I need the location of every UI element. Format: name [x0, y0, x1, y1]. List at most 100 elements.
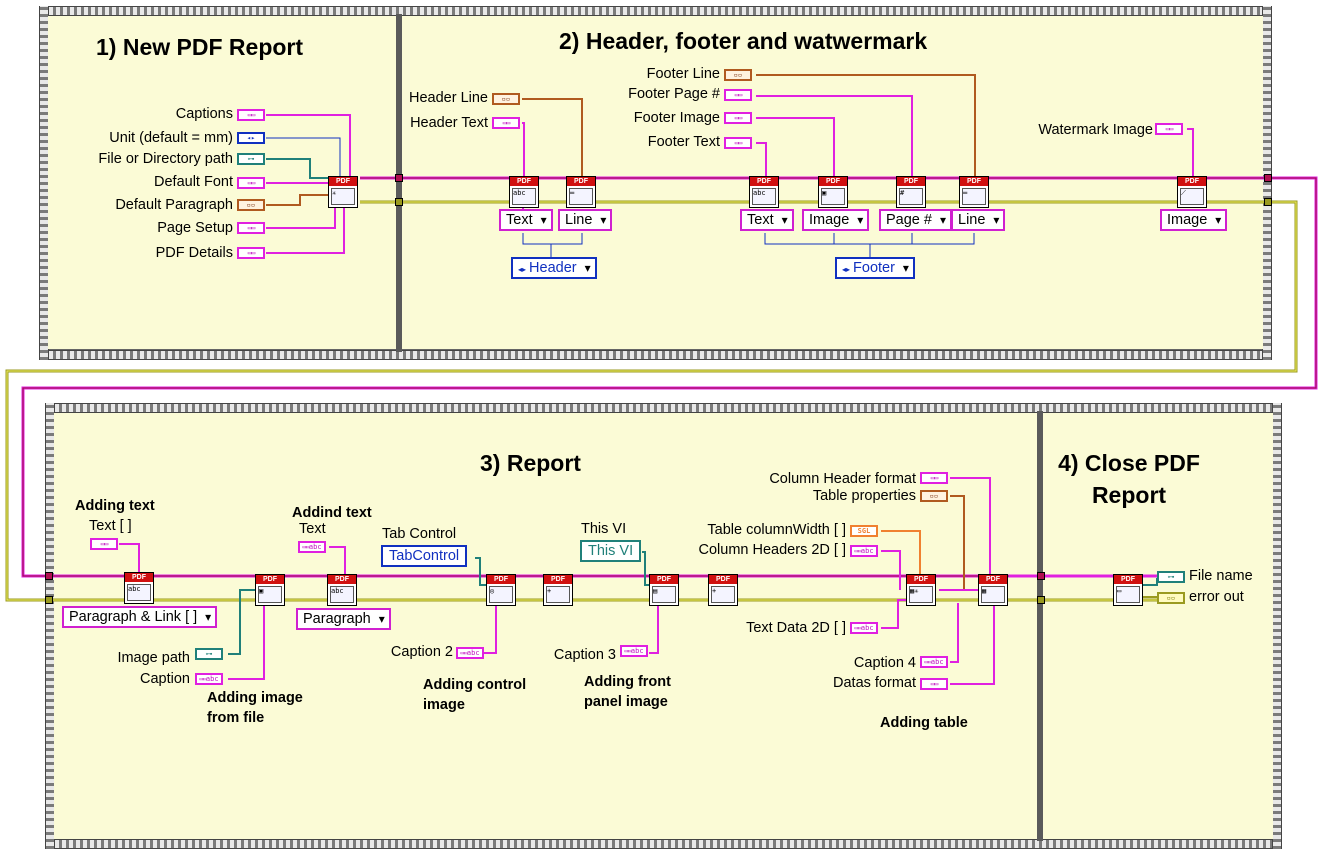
default-font-terminal[interactable] — [237, 177, 265, 189]
footer-image-terminal[interactable] — [724, 112, 752, 124]
text-label: Text — [299, 521, 326, 537]
watermark-ring[interactable]: Image — [1160, 209, 1228, 231]
add-control-image-vi[interactable]: PDF◎ — [486, 574, 516, 606]
text-data-2d-terminal[interactable]: abc — [850, 622, 878, 634]
file-name-terminal[interactable]: ⊶ — [1157, 571, 1185, 583]
adding-front-caption: Adding front panel image — [584, 674, 671, 710]
text-array-label: Text [ ] — [89, 518, 132, 534]
header-line-vi[interactable]: PDF═ — [566, 176, 596, 208]
pdf-details-terminal[interactable] — [237, 247, 265, 259]
text-array-terminal[interactable] — [90, 538, 118, 550]
create-table-vi[interactable]: PDF▦✳ — [906, 574, 936, 606]
paragraph-ring[interactable]: Paragraph — [296, 608, 391, 630]
watermark-vi[interactable]: PDF⟋ — [1177, 176, 1207, 208]
new-page-vi[interactable]: PDF+ — [543, 574, 573, 606]
caption3-terminal[interactable]: abc — [620, 645, 648, 657]
add-front-panel-vi[interactable]: PDF▤ — [649, 574, 679, 606]
this-vi-ref[interactable]: This VI — [580, 540, 642, 562]
header-line-terminal[interactable]: ▫▫ — [492, 93, 520, 105]
footer-text-ring[interactable]: Text — [740, 209, 794, 231]
header-line-label: Header Line — [409, 90, 488, 106]
paragraph-link-ring[interactable]: Paragraph & Link [ ] — [62, 606, 218, 628]
footer-line-label: Footer Line — [646, 66, 720, 82]
caption2-label: Caption 2 — [390, 644, 453, 660]
text-data-2d-label: Text Data 2D [ ] — [746, 620, 846, 636]
reference-wire-top — [21, 176, 1318, 578]
tab-control-ref[interactable]: TabControl — [381, 545, 468, 567]
frame-tunnel — [45, 596, 53, 604]
section4-title: 4) Close PDF Report — [1058, 450, 1200, 508]
add-image-file-vi[interactable]: PDF▣ — [255, 574, 285, 606]
table-column-width-terminal[interactable]: SGL — [850, 525, 878, 537]
footer-page-ring[interactable]: Page # — [879, 209, 952, 231]
caption4-terminal[interactable]: abc — [920, 656, 948, 668]
image-path-terminal[interactable]: ⊶ — [195, 648, 223, 660]
image-path-label: Image path — [117, 650, 190, 666]
footer-enum[interactable]: Footer — [835, 257, 915, 279]
footer-text-terminal[interactable] — [724, 137, 752, 149]
footer-line-ring[interactable]: Line — [951, 209, 1006, 231]
frame-divider — [396, 14, 402, 352]
default-font-label: Default Font — [154, 174, 233, 190]
header-text-ring[interactable]: Text — [499, 209, 553, 231]
caption2-terminal[interactable]: abc — [456, 647, 484, 659]
this-vi-label: This VI — [581, 521, 627, 537]
footer-image-vi[interactable]: PDF▣ — [818, 176, 848, 208]
footer-page-terminal[interactable] — [724, 89, 752, 101]
unit-terminal[interactable]: ◂▸ — [237, 132, 265, 144]
header-line-ring[interactable]: Line — [558, 209, 613, 231]
header-text-label: Header Text — [410, 115, 488, 131]
header-text-terminal[interactable] — [492, 117, 520, 129]
default-paragraph-terminal[interactable]: ▫▫ — [237, 199, 265, 211]
error-out-terminal[interactable]: ▫▫ — [1157, 592, 1185, 604]
frame-border-bottom — [39, 350, 1272, 360]
frame-tunnel — [395, 174, 403, 182]
close-pdf-vi[interactable]: PDF▭ — [1113, 574, 1143, 606]
section1-title: 1) New PDF Report — [96, 34, 304, 60]
file-name-label: File name — [1189, 568, 1253, 584]
column-headers-2d-label: Column Headers 2D [ ] — [698, 542, 846, 558]
file-path-terminal[interactable]: ⊶ — [237, 153, 265, 165]
add-table-vi[interactable]: PDF▦ — [978, 574, 1008, 606]
datas-format-terminal[interactable] — [920, 678, 948, 690]
footer-line-vi[interactable]: PDF═ — [959, 176, 989, 208]
header-enum[interactable]: Header — [511, 257, 597, 279]
frame-border-bottom — [45, 839, 1282, 849]
frame-tunnel — [395, 198, 403, 206]
frame-tunnel — [1037, 596, 1045, 604]
column-headers-2d-terminal[interactable]: abc — [850, 545, 878, 557]
footer-page-label: Footer Page # — [628, 86, 720, 102]
footer-page-vi[interactable]: PDF# — [896, 176, 926, 208]
new-page-vi-2[interactable]: PDF+ — [708, 574, 738, 606]
column-header-format-terminal[interactable] — [920, 472, 948, 484]
footer-image-label: Footer Image — [633, 110, 720, 126]
footer-image-ring[interactable]: Image — [802, 209, 870, 231]
footer-line-terminal[interactable]: ▫▫ — [724, 69, 752, 81]
default-paragraph-label: Default Paragraph — [115, 197, 233, 213]
adding-table-caption: Adding table — [880, 715, 968, 731]
unit-label: Unit (default = mm) — [109, 130, 233, 146]
column-header-format-label: Column Header format — [769, 471, 916, 487]
watermark-image-terminal[interactable] — [1155, 123, 1183, 135]
frame-tunnel — [1264, 198, 1272, 206]
new-pdf-vi[interactable]: PDF✳ — [328, 176, 358, 208]
table-properties-terminal[interactable]: ▫▫ — [920, 490, 948, 502]
frame-divider — [1037, 411, 1043, 841]
frame-tunnel — [1037, 572, 1045, 580]
caption-terminal[interactable]: abc — [195, 673, 223, 685]
file-path-label: File or Directory path — [98, 151, 233, 167]
caption4-label: Caption 4 — [853, 655, 916, 671]
error-out-label: error out — [1189, 589, 1244, 605]
frame-border-top — [39, 6, 1272, 16]
captions-terminal[interactable] — [237, 109, 265, 121]
section2-title: 2) Header, footer and watwermark — [559, 28, 928, 54]
text-terminal[interactable]: abc — [298, 541, 326, 553]
frame-tunnel — [45, 572, 53, 580]
page-setup-terminal[interactable] — [237, 222, 265, 234]
caption3-label: Caption 3 — [553, 647, 616, 663]
tab-control-label: Tab Control — [382, 526, 457, 542]
